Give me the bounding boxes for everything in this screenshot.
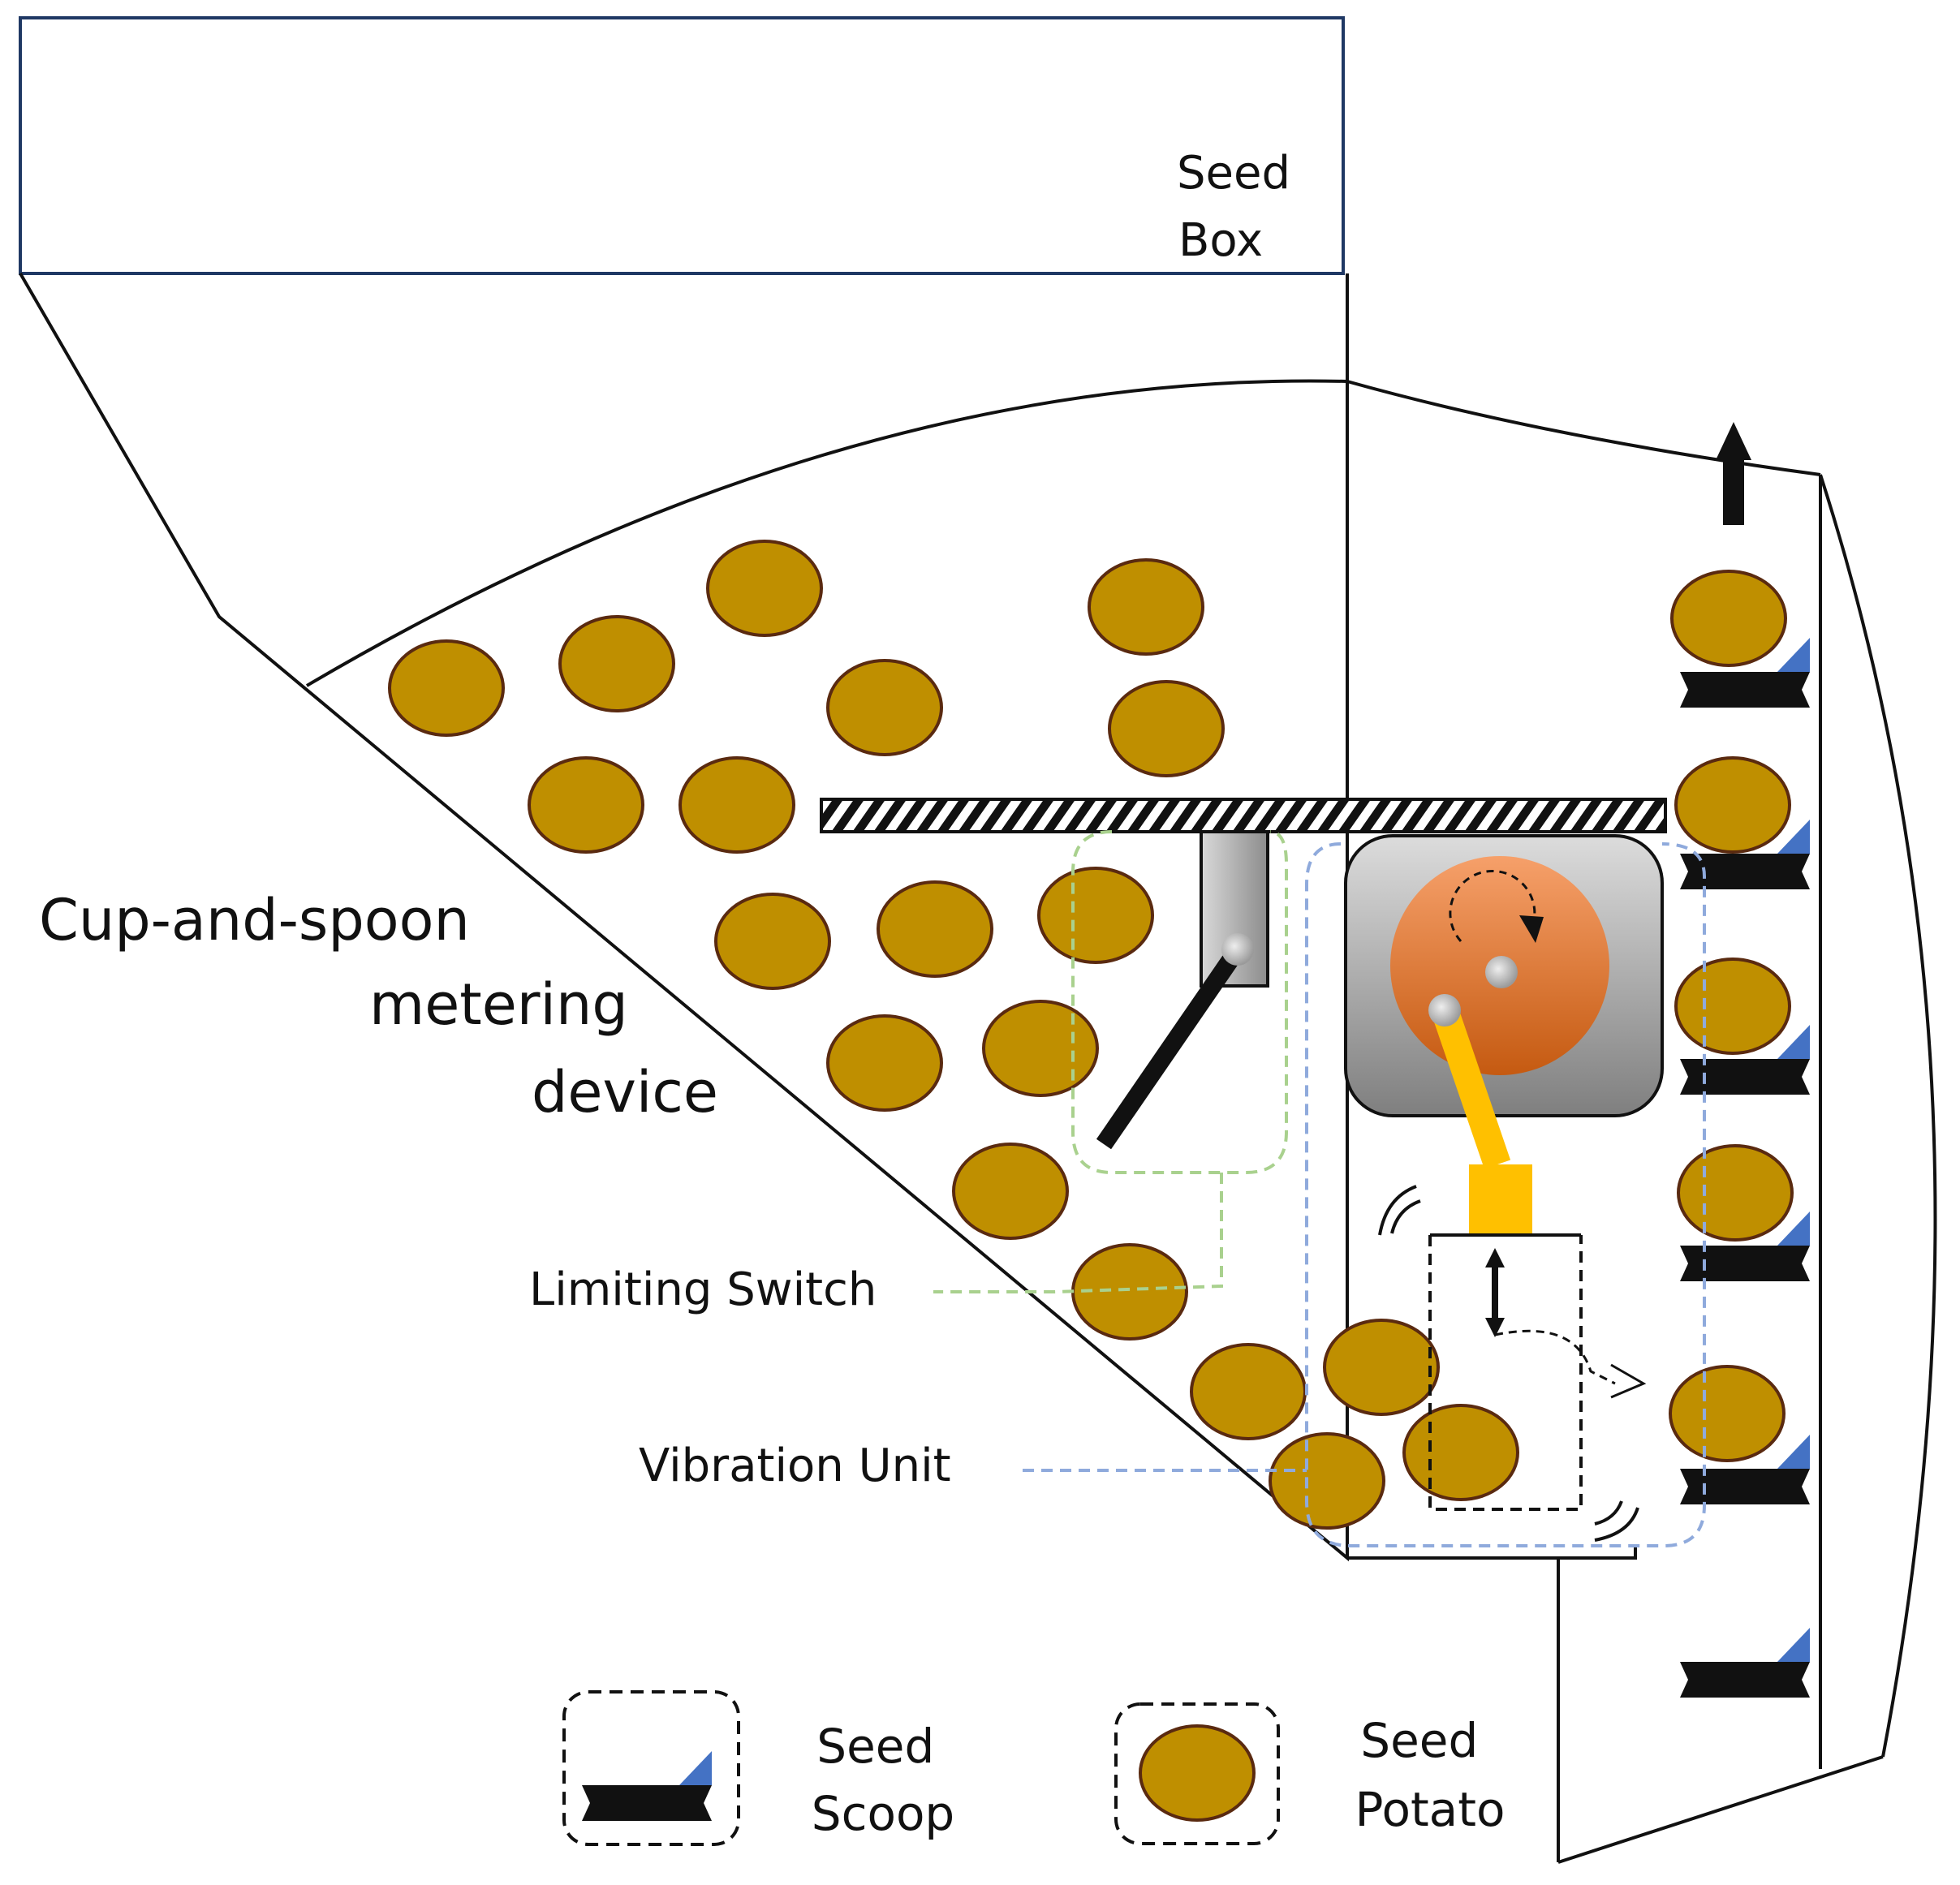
seed-potato [1402,1404,1519,1501]
seed-potato [1677,1144,1794,1242]
seed-potato [1269,1432,1385,1530]
seed-potato [826,659,943,756]
seed-potato [714,893,831,990]
seed-box-label: Seed Box [1177,147,1305,267]
seed-potato [1674,756,1791,854]
legend: Seed Scoop Seed Potato [562,1690,1506,1846]
seed-potato [877,880,993,978]
vibration-box [1378,1185,1647,1542]
limiting-switch [1096,830,1269,1150]
legend-seed-scoop: Seed Scoop [562,1690,955,1846]
hatched-plate [820,798,1667,833]
vibration-unit-label: Vibration Unit [639,1440,951,1492]
cam-motor [1344,834,1664,1117]
elevator-housing [1557,474,1937,1864]
seed-scoop [1680,1435,1810,1504]
seed-potatoes [388,540,1794,1530]
legend-seed-potato: Seed Potato [1114,1702,1506,1845]
seed-potato [952,1143,1069,1240]
seed-box [19,16,1345,275]
limiting-switch-outline [933,830,1288,1293]
seed-potato [678,756,795,854]
seed-potato [826,1014,943,1112]
seed-potato [528,756,644,854]
legend-seed-scoop-label: Seed Scoop [812,1719,955,1841]
seed-potato [558,615,675,712]
seed-scoop [1680,638,1810,708]
seed-scoop [1680,1211,1810,1281]
metering-device-label: Cup-and-spoon metering device [39,887,718,1125]
seed-scoop [1680,820,1810,889]
seed-scoops [1680,638,1810,1698]
seed-scoop [582,1751,712,1821]
seed-potato [982,1000,1099,1097]
seed-scoop [1680,1025,1810,1095]
seed-potato [388,639,505,737]
seed-potato [1037,867,1154,964]
seed-scoop [1680,1628,1810,1698]
seed-potato [1088,558,1204,656]
vibration-unit-outline [1023,842,1706,1547]
limiting-switch-label: Limiting Switch [529,1263,877,1316]
seed-potato [1669,1365,1786,1462]
seed-potato [1108,680,1225,777]
legend-seed-potato-label: Seed Potato [1355,1713,1506,1837]
seed-potato [1674,958,1791,1055]
seed-potato [706,540,823,637]
connecting-rod [1428,994,1532,1233]
seed-potato [1323,1319,1440,1416]
upward-arrow-icon [1716,422,1751,525]
seed-potato [1670,570,1787,667]
legend-potato-icon [1139,1724,1256,1822]
seed-potato [1190,1343,1307,1440]
